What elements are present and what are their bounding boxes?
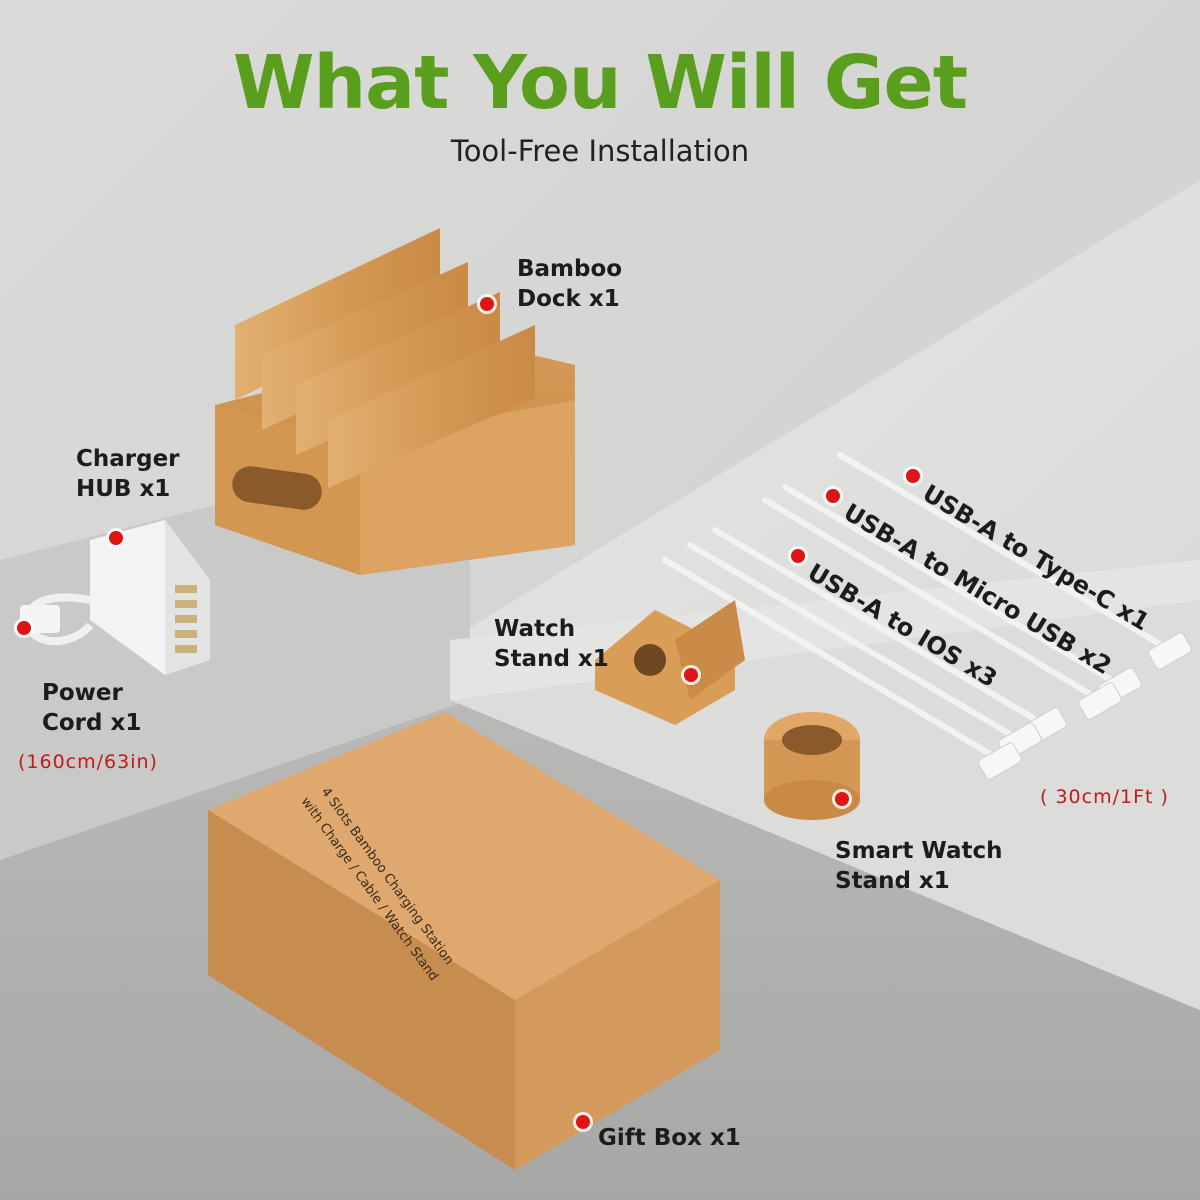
page-title: What You Will Get [232,40,968,126]
smart-watch-stand-marker [835,792,849,806]
cable-marker-micro-usb [826,489,840,503]
power-cord-length: (160cm/63in) [18,751,158,773]
charger-hub-illustration [20,520,210,675]
cable-marker-ios [791,549,805,563]
gift-box-illustration [208,712,720,1170]
watch-stand-marker [684,668,698,682]
cable-length: ( 30cm/1Ft ) [1040,786,1169,808]
gift-box-label: Gift Box x1 [598,1125,741,1151]
smart-watch-stand-illustration [764,712,860,820]
bamboo-dock-illustration [215,228,575,575]
cable-marker-type-c [906,469,920,483]
gift-box-marker [576,1115,590,1129]
bamboo-dock-label: Bamboo Dock x1 [517,256,623,312]
smart-watch-stand-label: Smart Watch Stand x1 [835,838,1003,894]
charger-hub-marker [109,531,123,545]
power-cord-marker [17,621,31,635]
cables-illustration [662,452,1173,763]
bamboo-dock-marker [480,297,494,311]
cable-plugs [978,632,1192,780]
page-subtitle: Tool-Free Installation [450,134,750,168]
charger-hub-label: Charger HUB x1 [76,446,180,502]
power-cord-label: Power Cord x1 [42,680,142,736]
watch-stand-label: Watch Stand x1 [494,616,609,672]
